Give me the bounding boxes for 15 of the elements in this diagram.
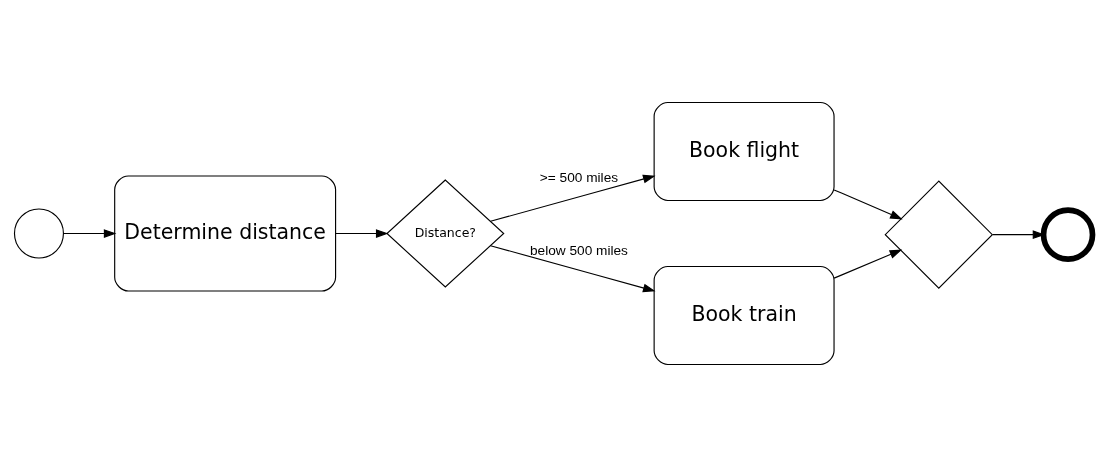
arrow (489, 244, 656, 292)
node-box: Determine distance (114, 174, 337, 292)
arrow (833, 249, 903, 279)
arrow (63, 228, 117, 238)
node-box: Book train (653, 265, 835, 365)
edge-label: below 500 miles (530, 242, 628, 258)
node-circle (1040, 206, 1096, 262)
node-box: Book flight (653, 101, 835, 201)
node-diamond: Distance? (386, 178, 505, 288)
node-circle (13, 207, 64, 259)
arrow (833, 188, 903, 219)
edge-label: >= 500 miles (539, 169, 619, 185)
arrow (489, 174, 656, 222)
arrow (335, 228, 389, 238)
node-diamond (884, 179, 994, 289)
